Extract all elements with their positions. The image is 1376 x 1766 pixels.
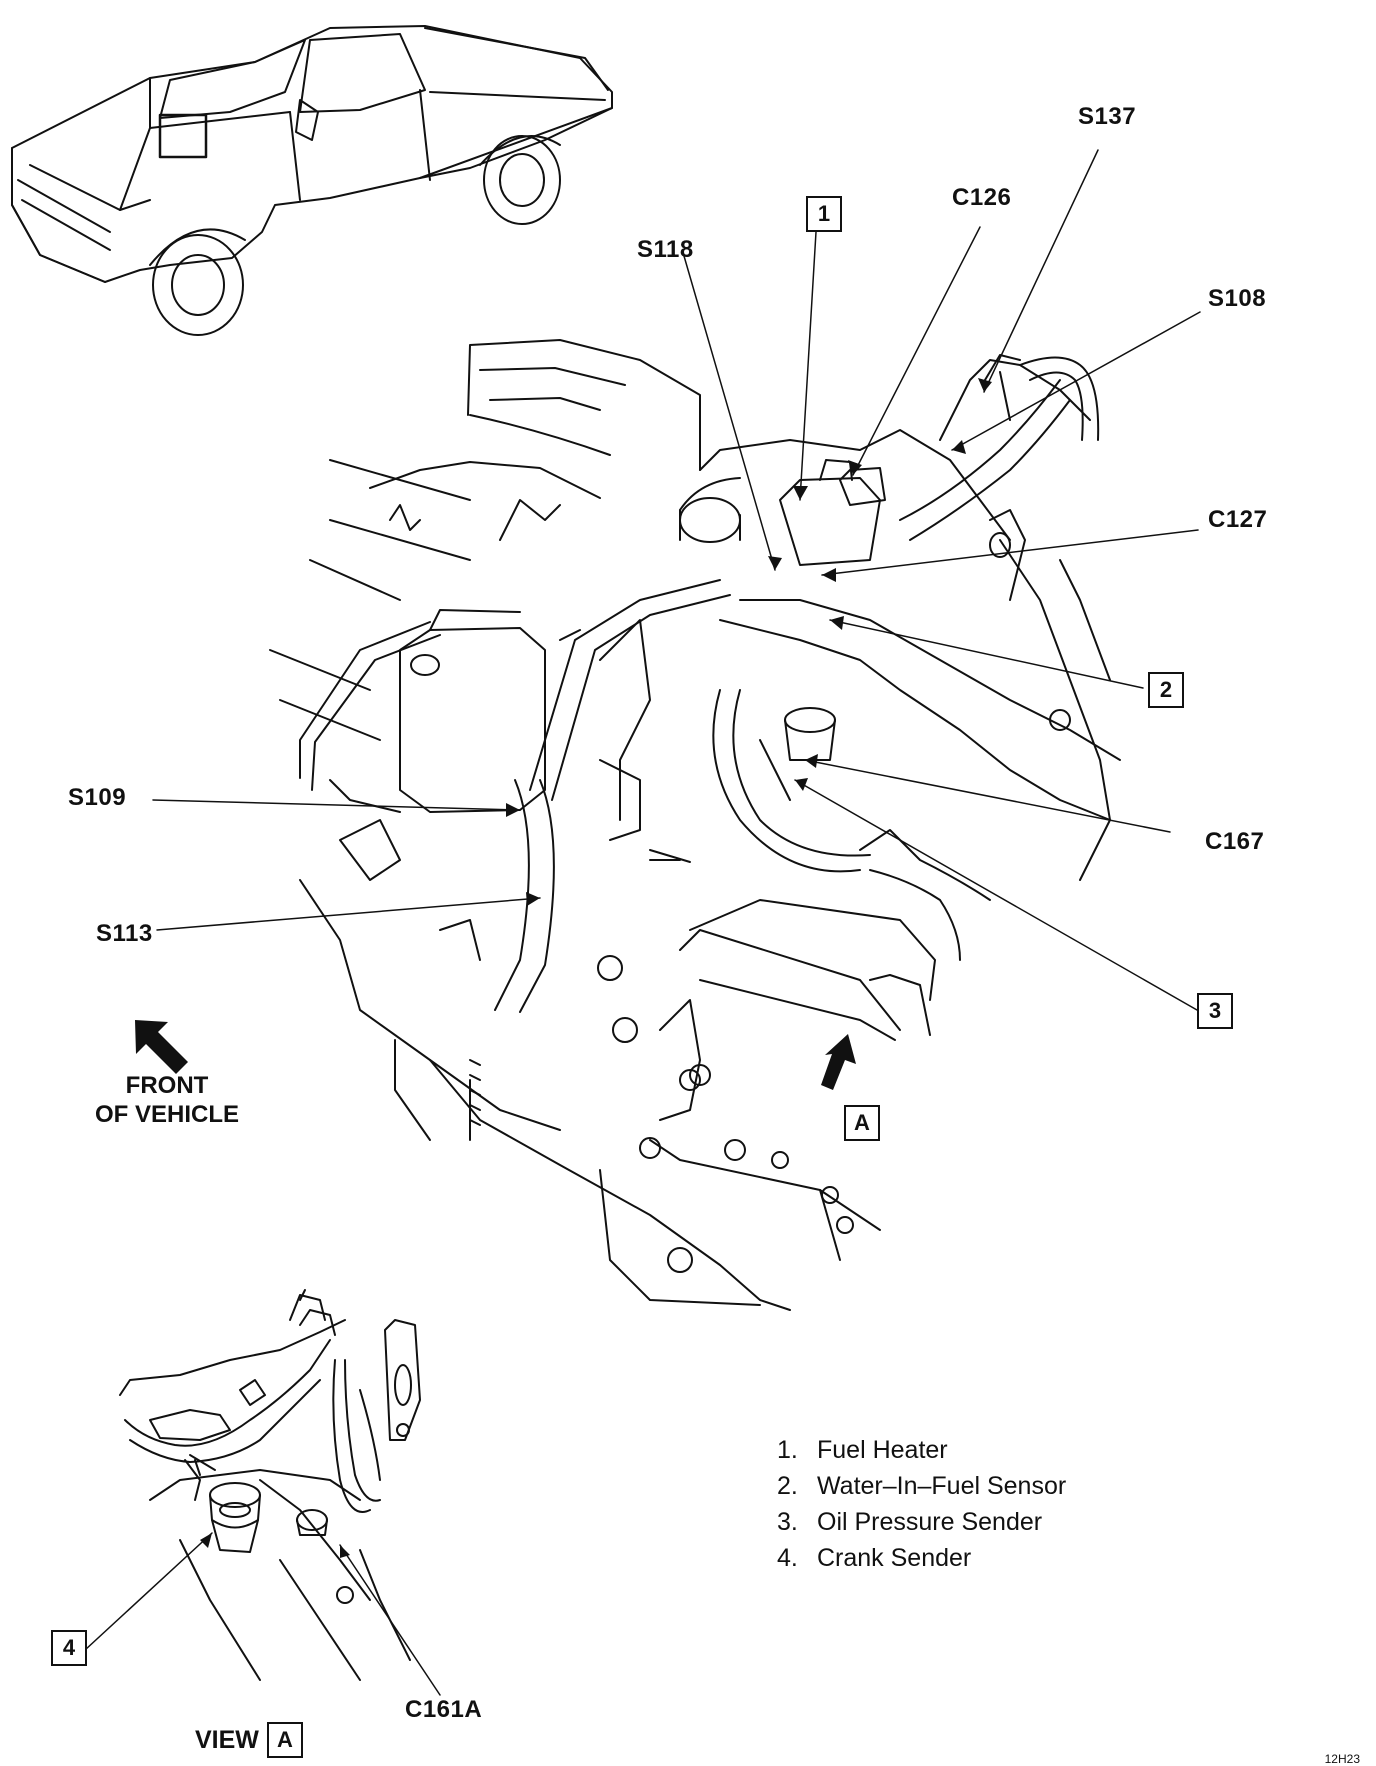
legend-item: 3.Oil Pressure Sender bbox=[777, 1508, 1043, 1536]
callout-c167: C167 bbox=[1205, 828, 1265, 855]
view-a-box: A bbox=[844, 1105, 880, 1141]
callout-c126: C126 bbox=[952, 184, 1012, 211]
truck-illustration bbox=[11, 25, 613, 336]
callout-s118: S118 bbox=[637, 236, 694, 263]
view-a-title: VIEW A bbox=[195, 1722, 303, 1758]
legend-item: 1.Fuel Heater bbox=[777, 1436, 948, 1464]
callout-s113: S113 bbox=[96, 920, 153, 947]
callout-box-3: 3 bbox=[1197, 993, 1233, 1029]
view-a-arrow bbox=[821, 1034, 856, 1090]
front-line-2: OF VEHICLE bbox=[95, 1100, 240, 1128]
component-legend: 1.Fuel Heater 2.Water–In–Fuel Sensor 3.O… bbox=[777, 1432, 1066, 1576]
callout-box-1: 1 bbox=[806, 196, 842, 232]
engine-illustration bbox=[269, 339, 1121, 1311]
callout-s108: S108 bbox=[1208, 285, 1267, 312]
legend-item: 2.Water–In–Fuel Sensor bbox=[777, 1472, 1067, 1500]
view-a-inset bbox=[119, 1289, 421, 1681]
front-line-1: FRONT bbox=[125, 1072, 209, 1099]
leader-lines bbox=[84, 149, 1201, 1696]
callout-box-2: 2 bbox=[1148, 672, 1184, 708]
leader-arrowheads bbox=[200, 378, 992, 1558]
view-title-box: A bbox=[266, 1722, 303, 1758]
legend-item: 4.Crank Sender bbox=[777, 1544, 972, 1572]
view-label: VIEW bbox=[195, 1725, 259, 1754]
front-of-vehicle-label: FRONT OF VEHICLE bbox=[95, 1072, 239, 1130]
callout-box-4: 4 bbox=[51, 1630, 87, 1666]
callout-c127: C127 bbox=[1208, 506, 1268, 533]
figure-code: 12H23 bbox=[1324, 1752, 1360, 1766]
front-arrow bbox=[135, 1020, 188, 1074]
callout-c161a: C161A bbox=[405, 1696, 483, 1723]
callout-s137: S137 bbox=[1078, 103, 1137, 130]
callout-s109: S109 bbox=[68, 784, 127, 811]
